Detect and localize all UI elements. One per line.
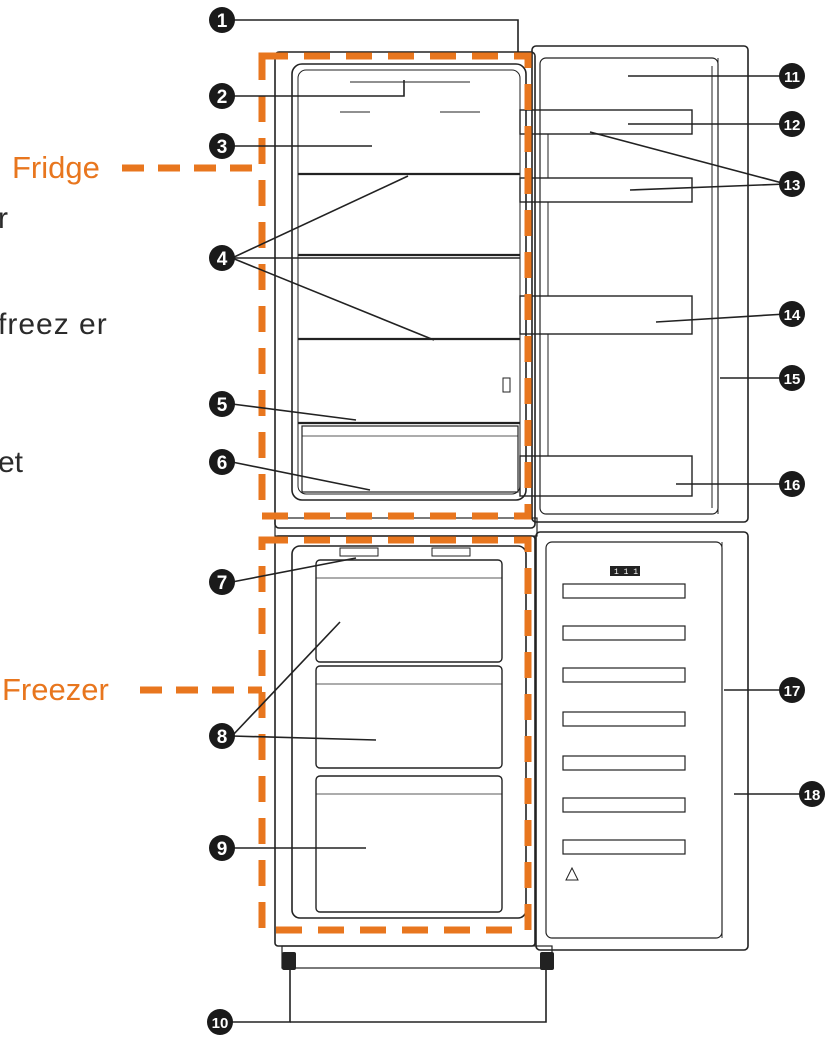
- marker-4-label: 4: [217, 249, 228, 270]
- zone-label-fridge: Fridge: [12, 150, 100, 185]
- marker-7: 7: [209, 569, 235, 595]
- marker-18-label: 18: [804, 787, 821, 804]
- marker-18: 18: [799, 781, 825, 807]
- cut-off-labels: r freez er et: [0, 202, 108, 479]
- leader-lines: [231, 19, 806, 1023]
- callout-markers: 1 2 3 4 5 6 7 8 9 10 11 12 13 14 15 16 1…: [207, 7, 825, 1035]
- marker-2: 2: [209, 83, 235, 109]
- marker-9: 9: [209, 835, 235, 861]
- marker-17: 17: [779, 677, 805, 703]
- marker-5: 5: [209, 391, 235, 417]
- freezer-zone-outline: [258, 536, 532, 934]
- marker-11: 11: [779, 63, 805, 89]
- marker-7-label: 7: [217, 573, 228, 594]
- marker-9-label: 9: [217, 839, 228, 860]
- marker-10-label: 10: [212, 1015, 229, 1032]
- marker-12-label: 12: [784, 117, 801, 134]
- fridge-zone-outline: [258, 52, 532, 520]
- marker-6: 6: [209, 449, 235, 475]
- marker-4: 4: [209, 245, 235, 271]
- marker-15-label: 15: [784, 371, 801, 388]
- marker-10: 10: [207, 1009, 233, 1035]
- marker-16: 16: [779, 471, 805, 497]
- fridge-door: [519, 45, 749, 523]
- marker-12: 12: [779, 111, 805, 137]
- marker-16-label: 16: [784, 477, 801, 494]
- marker-11-label: 11: [784, 69, 800, 86]
- marker-5-label: 5: [217, 395, 228, 416]
- marker-1-label: 1: [217, 11, 228, 32]
- marker-3-label: 3: [217, 137, 228, 158]
- cut-text-1: r: [0, 202, 8, 235]
- marker-1: 1: [209, 7, 235, 33]
- marker-2-label: 2: [217, 87, 228, 108]
- cut-text-3: et: [0, 446, 24, 479]
- cut-text-2: freez er: [0, 308, 108, 341]
- freezer-door: [535, 531, 749, 951]
- marker-17-label: 17: [784, 683, 801, 700]
- marker-6-label: 6: [217, 453, 228, 474]
- zone-label-freezer: Freezer: [2, 672, 109, 707]
- marker-14-label: 14: [784, 307, 801, 324]
- cabinet: [274, 51, 553, 969]
- marker-13-label: 13: [784, 177, 801, 194]
- feet: [282, 952, 554, 970]
- marker-14: 14: [779, 301, 805, 327]
- marker-8-label: 8: [217, 727, 228, 748]
- marker-3: 3: [209, 133, 235, 159]
- marker-8: 8: [209, 723, 235, 749]
- door-badge: 1 1 1: [614, 568, 638, 577]
- marker-15: 15: [779, 365, 805, 391]
- marker-13: 13: [779, 171, 805, 197]
